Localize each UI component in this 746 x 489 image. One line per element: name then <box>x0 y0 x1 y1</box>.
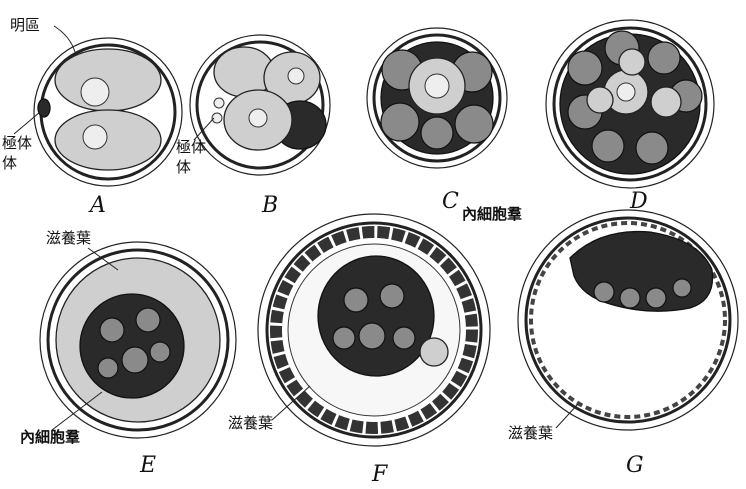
panel-label-a: A <box>88 193 106 218</box>
stage-c-morula <box>367 28 507 168</box>
label-ziyang-g: 滋養葉 <box>508 404 578 442</box>
stage-f-blastocyst <box>258 214 490 446</box>
panel-label-b: B <box>261 193 278 218</box>
stage-d-late-morula <box>546 20 714 188</box>
svg-text:極体: 極体 <box>176 138 206 156</box>
label-jiti-b: 極体 体 <box>176 118 214 176</box>
stage-a-two-cell <box>34 38 182 186</box>
panel-label-f: F <box>371 462 388 487</box>
svg-text:明區: 明區 <box>10 16 40 34</box>
stage-b-four-cell <box>190 35 330 175</box>
svg-text:滋養葉: 滋養葉 <box>228 414 273 432</box>
stage-e-early-blastocyst <box>40 242 236 438</box>
svg-text:体: 体 <box>176 158 191 176</box>
panel-label-g: G <box>626 453 644 478</box>
svg-text:滋養葉: 滋養葉 <box>508 424 553 442</box>
label-ziyang-f: 滋養葉 <box>228 386 310 432</box>
svg-text:內細胞羣: 內細胞羣 <box>20 428 80 446</box>
svg-text:体: 体 <box>2 154 17 172</box>
svg-text:極体: 極体 <box>2 134 32 152</box>
label-mingqu: 明區 <box>10 16 75 52</box>
panel-label-c: C <box>442 189 459 214</box>
panel-label-e: E <box>139 453 156 478</box>
svg-text:滋養葉: 滋養葉 <box>46 229 91 247</box>
label-neixibao-c: 內細胞羣 <box>462 205 522 223</box>
stage-g-expanded-blastocyst <box>518 210 738 430</box>
